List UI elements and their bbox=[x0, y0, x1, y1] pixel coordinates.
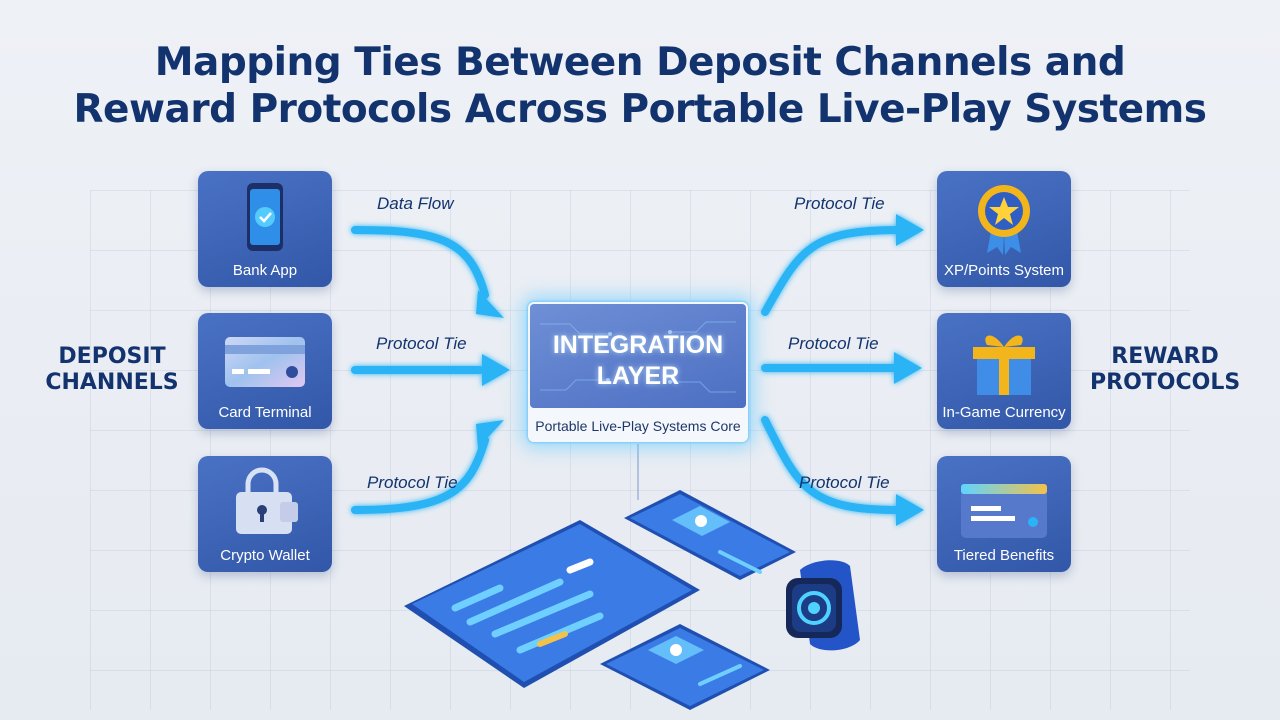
arrow-crypto-wallet-to-hub bbox=[351, 436, 489, 514]
reward-card-in-game-currency[interactable]: In-Game Currency bbox=[937, 313, 1071, 429]
flow-label-card: Protocol Tie bbox=[376, 334, 467, 353]
page-title-line-1: Mapping Ties Between Deposit Channels an… bbox=[154, 40, 1126, 85]
reward-label-in-game-currency: In-Game Currency bbox=[942, 404, 1066, 421]
deposit-label-card-terminal: Card Terminal bbox=[218, 404, 312, 421]
circuit-pattern-icon bbox=[540, 321, 736, 393]
hub-title-line-2: LAYER bbox=[596, 362, 680, 390]
arrow-hub-to-xp bbox=[761, 226, 904, 316]
star-medal-icon bbox=[978, 185, 1030, 255]
arrowhead-xp bbox=[896, 214, 924, 246]
arrow-bank-app-to-hub bbox=[351, 226, 489, 299]
smartwatch-icon bbox=[786, 560, 860, 651]
tier-card-icon bbox=[961, 484, 1047, 538]
arrowhead-card bbox=[482, 354, 510, 386]
deposit-channels-heading: DEPOSIT CHANNELS bbox=[42, 344, 182, 396]
smartphone-icon bbox=[624, 490, 796, 580]
deposit-card-crypto-wallet[interactable]: Crypto Wallet bbox=[198, 456, 332, 572]
deposit-label-crypto-wallet: Crypto Wallet bbox=[220, 547, 310, 564]
flow-label-currency: Protocol Tie bbox=[788, 334, 879, 353]
deposit-heading-line-1: DEPOSIT bbox=[58, 344, 166, 369]
gift-box-icon bbox=[973, 335, 1035, 395]
deposit-label-bank-app: Bank App bbox=[232, 262, 298, 279]
tablet-icon bbox=[404, 520, 700, 688]
arrowhead-bank bbox=[476, 290, 504, 318]
reward-label-tiered-benefits: Tiered Benefits bbox=[953, 547, 1055, 564]
hub-title: INTEGRATION LAYER bbox=[530, 330, 746, 392]
reward-heading-line-1: REWARD bbox=[1111, 344, 1219, 369]
hub-circuit-panel: INTEGRATION LAYER bbox=[530, 304, 746, 408]
smartphone-icon-2 bbox=[600, 624, 770, 710]
flow-label-xp: Protocol Tie bbox=[794, 194, 885, 213]
deposit-card-card-terminal[interactable]: Card Terminal bbox=[198, 313, 332, 429]
reward-label-xp-points: XP/Points System bbox=[943, 262, 1065, 279]
credit-card-icon bbox=[225, 337, 305, 387]
reward-card-xp-points[interactable]: XP/Points System bbox=[937, 171, 1071, 287]
integration-layer-hub[interactable]: INTEGRATION LAYER Portable Live-Play Sys… bbox=[528, 302, 748, 442]
reward-heading-line-2: PROTOCOLS bbox=[1090, 370, 1241, 395]
deposit-heading-line-2: CHANNELS bbox=[45, 370, 179, 395]
hub-subtitle: Portable Live-Play Systems Core bbox=[535, 418, 741, 434]
arrow-hub-to-tiered bbox=[761, 416, 904, 514]
arrowhead-currency bbox=[894, 352, 922, 384]
page-title-line-2: Reward Protocols Across Portable Live-Pl… bbox=[73, 87, 1207, 132]
arrowhead-tiered bbox=[896, 494, 924, 526]
flow-label-crypto: Protocol Tie bbox=[367, 473, 458, 492]
reward-protocols-heading: REWARD PROTOCOLS bbox=[1090, 344, 1240, 396]
flow-label-tiered: Protocol Tie bbox=[799, 473, 890, 492]
arrowhead-crypto bbox=[476, 420, 504, 448]
hub-title-line-1: INTEGRATION bbox=[552, 331, 724, 359]
reward-card-tiered-benefits[interactable]: Tiered Benefits bbox=[937, 456, 1071, 572]
smartphone-check-icon bbox=[247, 183, 283, 251]
flow-label-bank: Data Flow bbox=[377, 194, 454, 213]
lock-wallet-icon bbox=[236, 467, 298, 534]
deposit-card-bank-app[interactable]: Bank App bbox=[198, 171, 332, 287]
